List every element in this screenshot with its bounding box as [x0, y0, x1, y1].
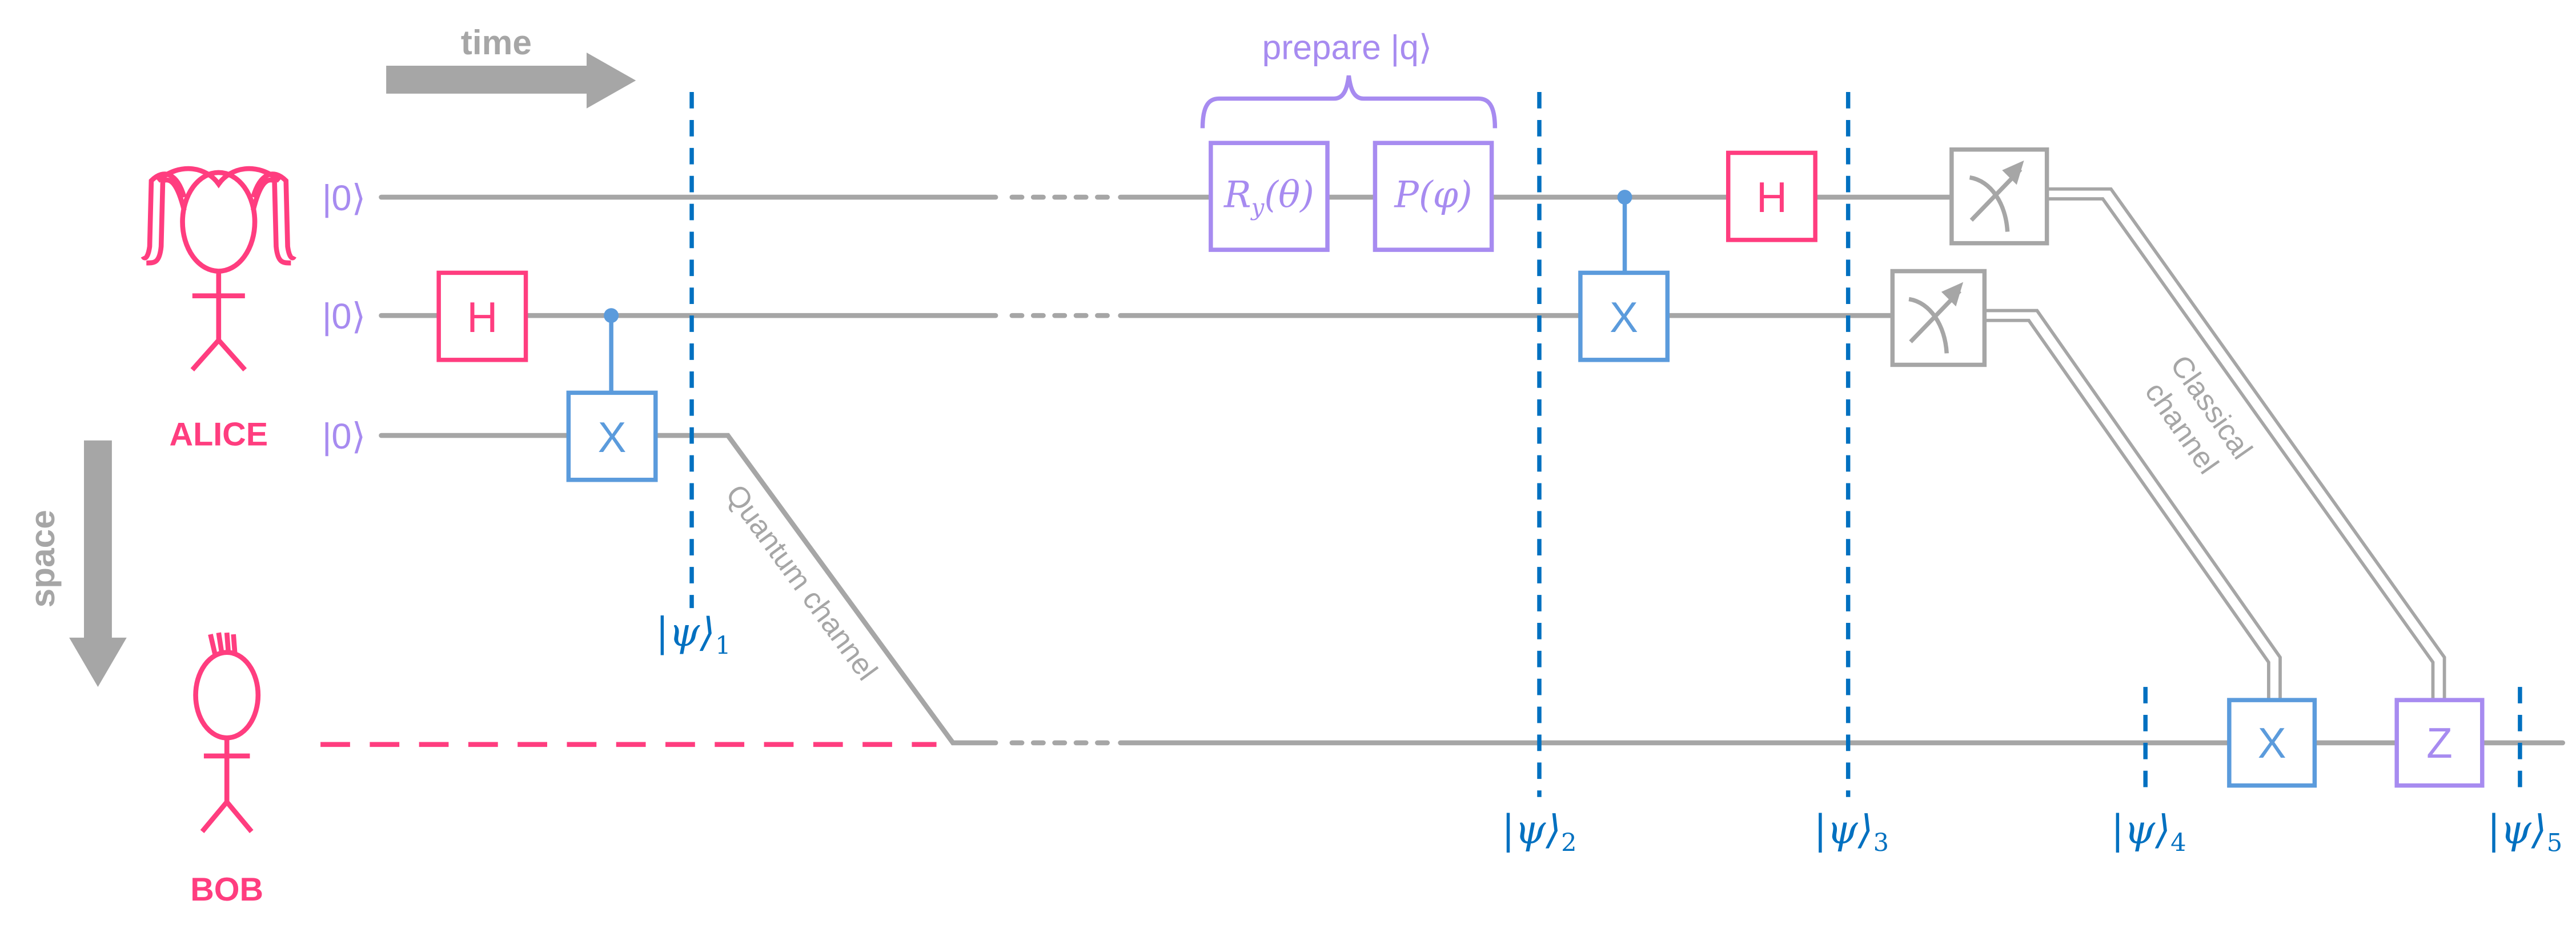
- cnot-q1-q2-target-label: X: [598, 413, 627, 461]
- state-marker-3: |ψ⟩3: [1813, 92, 1889, 858]
- measure-q0[interactable]: [1949, 147, 2049, 246]
- h-gate-q0-label: H: [1756, 173, 1787, 221]
- cnot-q1-q2-control-dot: [604, 308, 619, 323]
- h-gate-q1[interactable]: H: [436, 270, 528, 362]
- ry-gate[interactable]: Ry(θ): [1209, 141, 1330, 252]
- psi4-label: |ψ⟩4: [2111, 807, 2186, 857]
- meter-icon: [1908, 282, 1964, 354]
- classical-channel: Classical channel: [1984, 187, 2446, 701]
- classical-wire-q1-outer: [1984, 309, 2282, 701]
- phase-gate-label: P(φ): [1394, 173, 1472, 215]
- ry-gate-label: Ry(θ): [1223, 173, 1314, 221]
- measure-q1[interactable]: [1890, 269, 1987, 367]
- quantum-channel-wire: [379, 433, 998, 746]
- alice-label: ALICE: [170, 416, 268, 453]
- cnot-q0-q1[interactable]: X: [1578, 190, 1670, 362]
- classical-wire-q0-outer: [2047, 187, 2446, 701]
- prepare-label: prepare |q⟩: [1262, 28, 1433, 67]
- space-axis: space: [23, 440, 127, 687]
- prepare-brace-icon: [1200, 75, 1498, 129]
- q2-init-ket: |0⟩: [322, 417, 366, 457]
- h-gate-q0[interactable]: H: [1726, 150, 1817, 242]
- prepare-group: prepare |q⟩: [1200, 28, 1498, 129]
- alice-hair-right-icon: [251, 171, 296, 266]
- cnot-q1-q2[interactable]: X: [566, 308, 658, 482]
- state-marker-4: |ψ⟩4: [2111, 687, 2186, 858]
- psi3-label: |ψ⟩3: [1813, 807, 1889, 857]
- psi1-label: |ψ⟩1: [656, 610, 731, 660]
- bob-label: BOB: [190, 871, 263, 908]
- h-gate-q1-label: H: [467, 293, 497, 341]
- time-axis: time: [386, 23, 636, 109]
- meter-icon: [1969, 160, 2024, 232]
- time-arrow-icon: [386, 53, 636, 109]
- phase-gate[interactable]: P(φ): [1373, 141, 1494, 252]
- psi5-label: |ψ⟩5: [2487, 807, 2562, 857]
- bob-head-icon: [193, 650, 261, 741]
- bob-hair-icon: [208, 632, 238, 657]
- cnot-q0-q1-control-dot: [1617, 190, 1632, 205]
- alice-hair-left-icon: [141, 171, 187, 266]
- state-marker-1: |ψ⟩1: [656, 92, 731, 661]
- alice-legs-icon: [190, 336, 247, 371]
- alice-bangs-icon: [156, 166, 282, 189]
- bob-x-correction[interactable]: X: [2227, 698, 2317, 788]
- bob-x-label: X: [2258, 719, 2286, 767]
- classical-wire-q1-inner: [1984, 318, 2270, 701]
- quantum-channel-label: Quantum channel: [720, 478, 884, 686]
- cnot-q0-q1-target-label: X: [1610, 293, 1638, 341]
- bob-z-label: Z: [2426, 719, 2453, 767]
- q0-init-ket: |0⟩: [322, 178, 366, 218]
- state-marker-5: |ψ⟩5: [2487, 687, 2562, 858]
- bob-figure: [193, 632, 261, 833]
- classical-wire-q0-inner: [2047, 197, 2435, 701]
- alice-figure: [141, 166, 296, 371]
- space-arrow-icon: [69, 440, 127, 687]
- bob-legs-icon: [200, 798, 254, 833]
- space-label: space: [23, 510, 62, 607]
- bob-z-correction[interactable]: Z: [2394, 698, 2485, 788]
- state-marker-2: |ψ⟩2: [1502, 92, 1577, 858]
- time-label: time: [461, 23, 532, 62]
- psi2-label: |ψ⟩2: [1502, 807, 1577, 857]
- q1-init-ket: |0⟩: [322, 297, 366, 337]
